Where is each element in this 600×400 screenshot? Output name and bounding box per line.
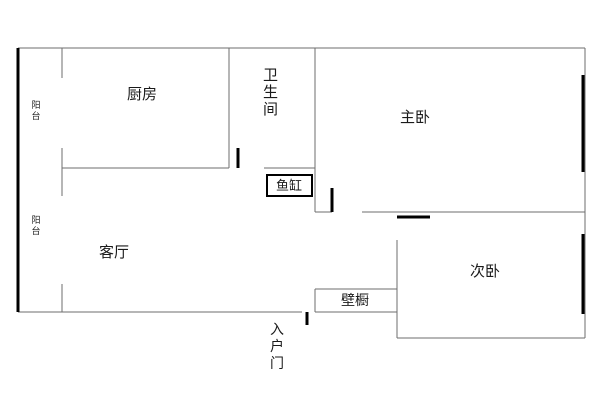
master-bedroom-walls [362, 75, 585, 219]
balcony-lower-label-top: 阳 [31, 215, 40, 226]
closet-label: 壁橱 [341, 293, 369, 309]
second-bedroom-walls [396, 234, 585, 338]
balcony-upper-label-bottom: 台 [31, 110, 40, 122]
fish-tank-box [266, 174, 313, 197]
bathroom-walls [264, 48, 334, 213]
closet-walls [314, 288, 397, 313]
kitchen-label: 厨房 [127, 85, 157, 103]
entrance-label-mid: 户 [270, 338, 284, 355]
balcony-upper-label-top: 阳 [31, 100, 40, 111]
fish-tank-label: 鱼缸 [276, 178, 302, 194]
second-bedroom-label: 次卧 [470, 262, 500, 280]
bathroom-label-top: 卫 [263, 66, 278, 84]
bathroom-label-mid: 生 [263, 83, 278, 101]
entrance-label-bottom: 门 [270, 356, 284, 372]
living-room-label: 客厅 [99, 243, 129, 261]
balcony-lower-label-bottom: 台 [31, 225, 40, 237]
kitchen-walls [62, 48, 240, 169]
bathroom-label-bottom: 间 [263, 100, 278, 118]
entrance-label-top: 入 [270, 322, 284, 338]
outer-walls [16, 47, 586, 339]
master-bedroom-label: 主卧 [400, 108, 430, 126]
